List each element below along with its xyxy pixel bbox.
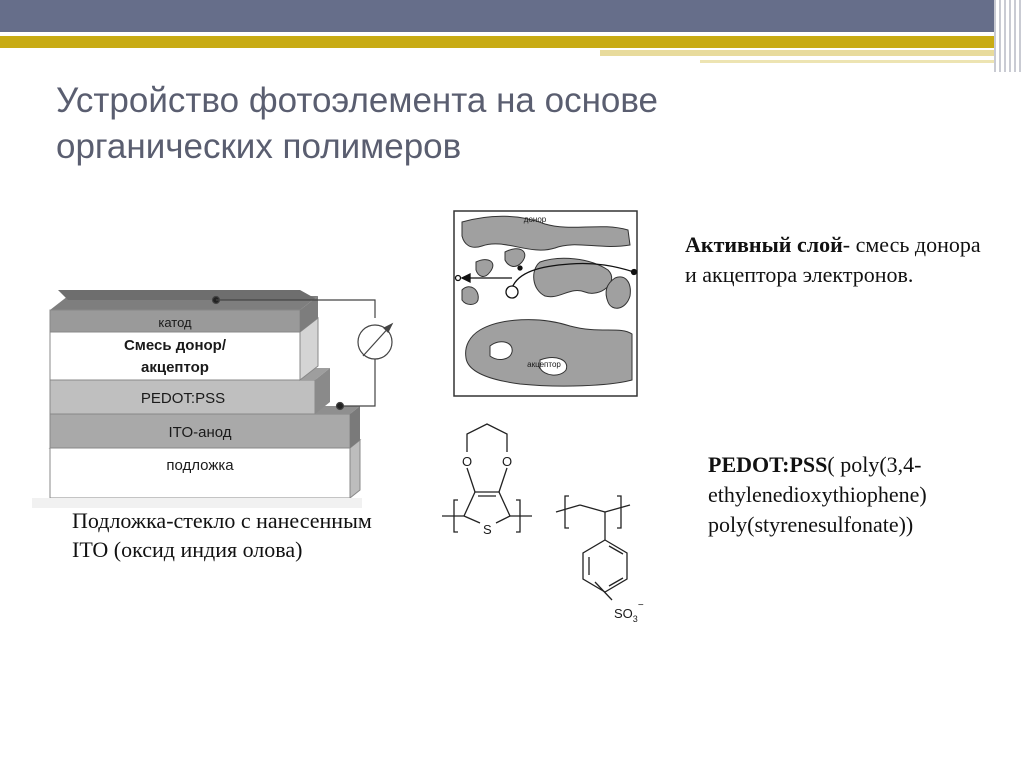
oxygen-right: O <box>502 454 512 469</box>
title-line-2: органических полимеров <box>56 127 462 166</box>
pedot-term: PEDOT:PSS <box>708 452 828 477</box>
active-layer-term: Активный слой <box>685 232 843 257</box>
substrate-caption: Подложка-стекло с нанесенным ITO (оксид … <box>72 508 372 562</box>
pedot-caption: PEDOT:PSS( poly(3,4-ethylenedioxythiophe… <box>708 450 1008 540</box>
acceptor-domains <box>489 341 568 376</box>
header-bar <box>0 0 1024 32</box>
title-line-1: Устройство фотоэлемента на основе <box>56 81 659 120</box>
accent-stripe-secondary <box>600 50 1000 56</box>
ito-label: ITO-анод <box>168 424 231 441</box>
donor-label: донор <box>524 215 547 224</box>
charge-paths <box>454 262 638 299</box>
cathode-layer: катод <box>49 290 318 333</box>
corner-decoration <box>994 0 1024 72</box>
accent-line <box>700 60 1000 63</box>
sulfur-atom: S <box>483 522 492 537</box>
cathode-label: катод <box>158 315 192 330</box>
blend-label-line1: Смесь донор/ <box>124 337 227 354</box>
active-layer-caption: Активный слой- смесь донора и акцептора … <box>685 230 985 290</box>
sulfonate-group: SO3− <box>614 600 644 624</box>
pss-unit <box>555 495 631 601</box>
acceptor-label: акцептор <box>527 360 561 369</box>
oxygen-left: O <box>462 454 472 469</box>
pedot-label: PEDOT:PSS <box>141 390 225 407</box>
substrate-label: подложка <box>166 457 234 474</box>
active-layer-description: - смесь донора и акцептора электронов. <box>685 232 981 287</box>
blend-label-line2: акцептор <box>141 359 209 376</box>
accent-stripe <box>0 36 1000 48</box>
pedot-unit <box>442 423 532 533</box>
donor-domains <box>461 215 633 387</box>
external-circuit <box>211 295 394 411</box>
slide-title: Устройство фотоэлемента на основе органи… <box>56 78 876 170</box>
blend-layer: Смесь донор/ акцептор <box>49 316 319 382</box>
pedot-description: ( poly(3,4-ethylenedioxythiophene) poly(… <box>708 452 927 537</box>
